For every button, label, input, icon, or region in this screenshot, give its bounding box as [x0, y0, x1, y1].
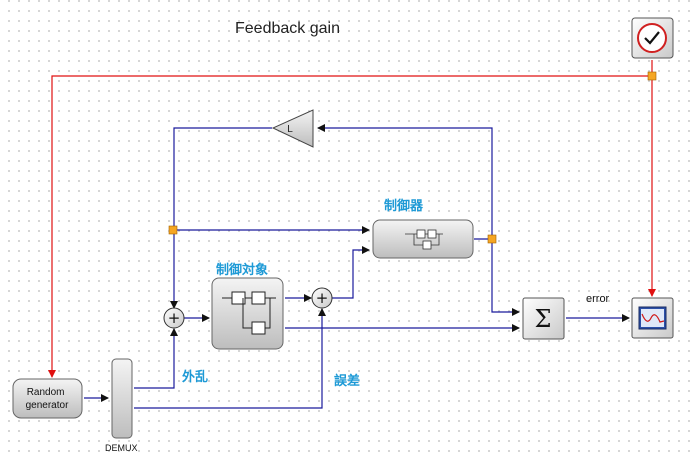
link-demux-to-junction[interactable]: [134, 308, 326, 409]
demux-label: DEMUX: [105, 443, 138, 453]
link-clock-to-random[interactable]: [48, 75, 652, 378]
link-controller-to-sigma[interactable]: [491, 239, 520, 316]
split-point[interactable]: [647, 71, 657, 81]
disturbance-label: 外乱: [182, 370, 209, 385]
state-space-icon: [222, 291, 276, 335]
random-generator-label: Random generator: [26, 387, 69, 411]
controller-block[interactable]: [372, 219, 474, 259]
sigma-block[interactable]: Σ: [522, 297, 565, 340]
gain-block[interactable]: L: [271, 109, 314, 148]
diagram-title: Feedback gain: [235, 20, 340, 37]
svg-text:+: +: [168, 309, 181, 327]
scope-block[interactable]: [631, 297, 674, 339]
link-controller-to-gain[interactable]: [317, 124, 493, 240]
clock-block[interactable]: [631, 17, 674, 59]
sum-junction[interactable]: +: [311, 287, 333, 309]
clock-icon: [637, 23, 667, 53]
error-jp-label: 誤差: [334, 374, 361, 389]
link-gain-to-sum[interactable]: [170, 127, 272, 309]
gain-label: L: [287, 124, 293, 135]
link-demux-to-sum[interactable]: [134, 328, 178, 389]
random-generator-block[interactable]: Random generator: [12, 378, 83, 419]
scope-icon: [638, 306, 667, 330]
link-junction-to-controller[interactable]: [332, 246, 370, 299]
sigma-icon: Σ: [535, 305, 552, 333]
state-space-icon: [405, 229, 443, 250]
split-point[interactable]: [487, 234, 497, 244]
sum-junction[interactable]: +: [163, 307, 185, 329]
plant-block[interactable]: [211, 277, 284, 350]
demux-block[interactable]: [111, 358, 133, 439]
plant-label: 制御対象: [216, 263, 269, 278]
controller-label: 制御器: [384, 199, 424, 214]
error-label: error: [586, 293, 610, 305]
svg-text:+: +: [316, 289, 329, 307]
split-point[interactable]: [168, 225, 178, 235]
